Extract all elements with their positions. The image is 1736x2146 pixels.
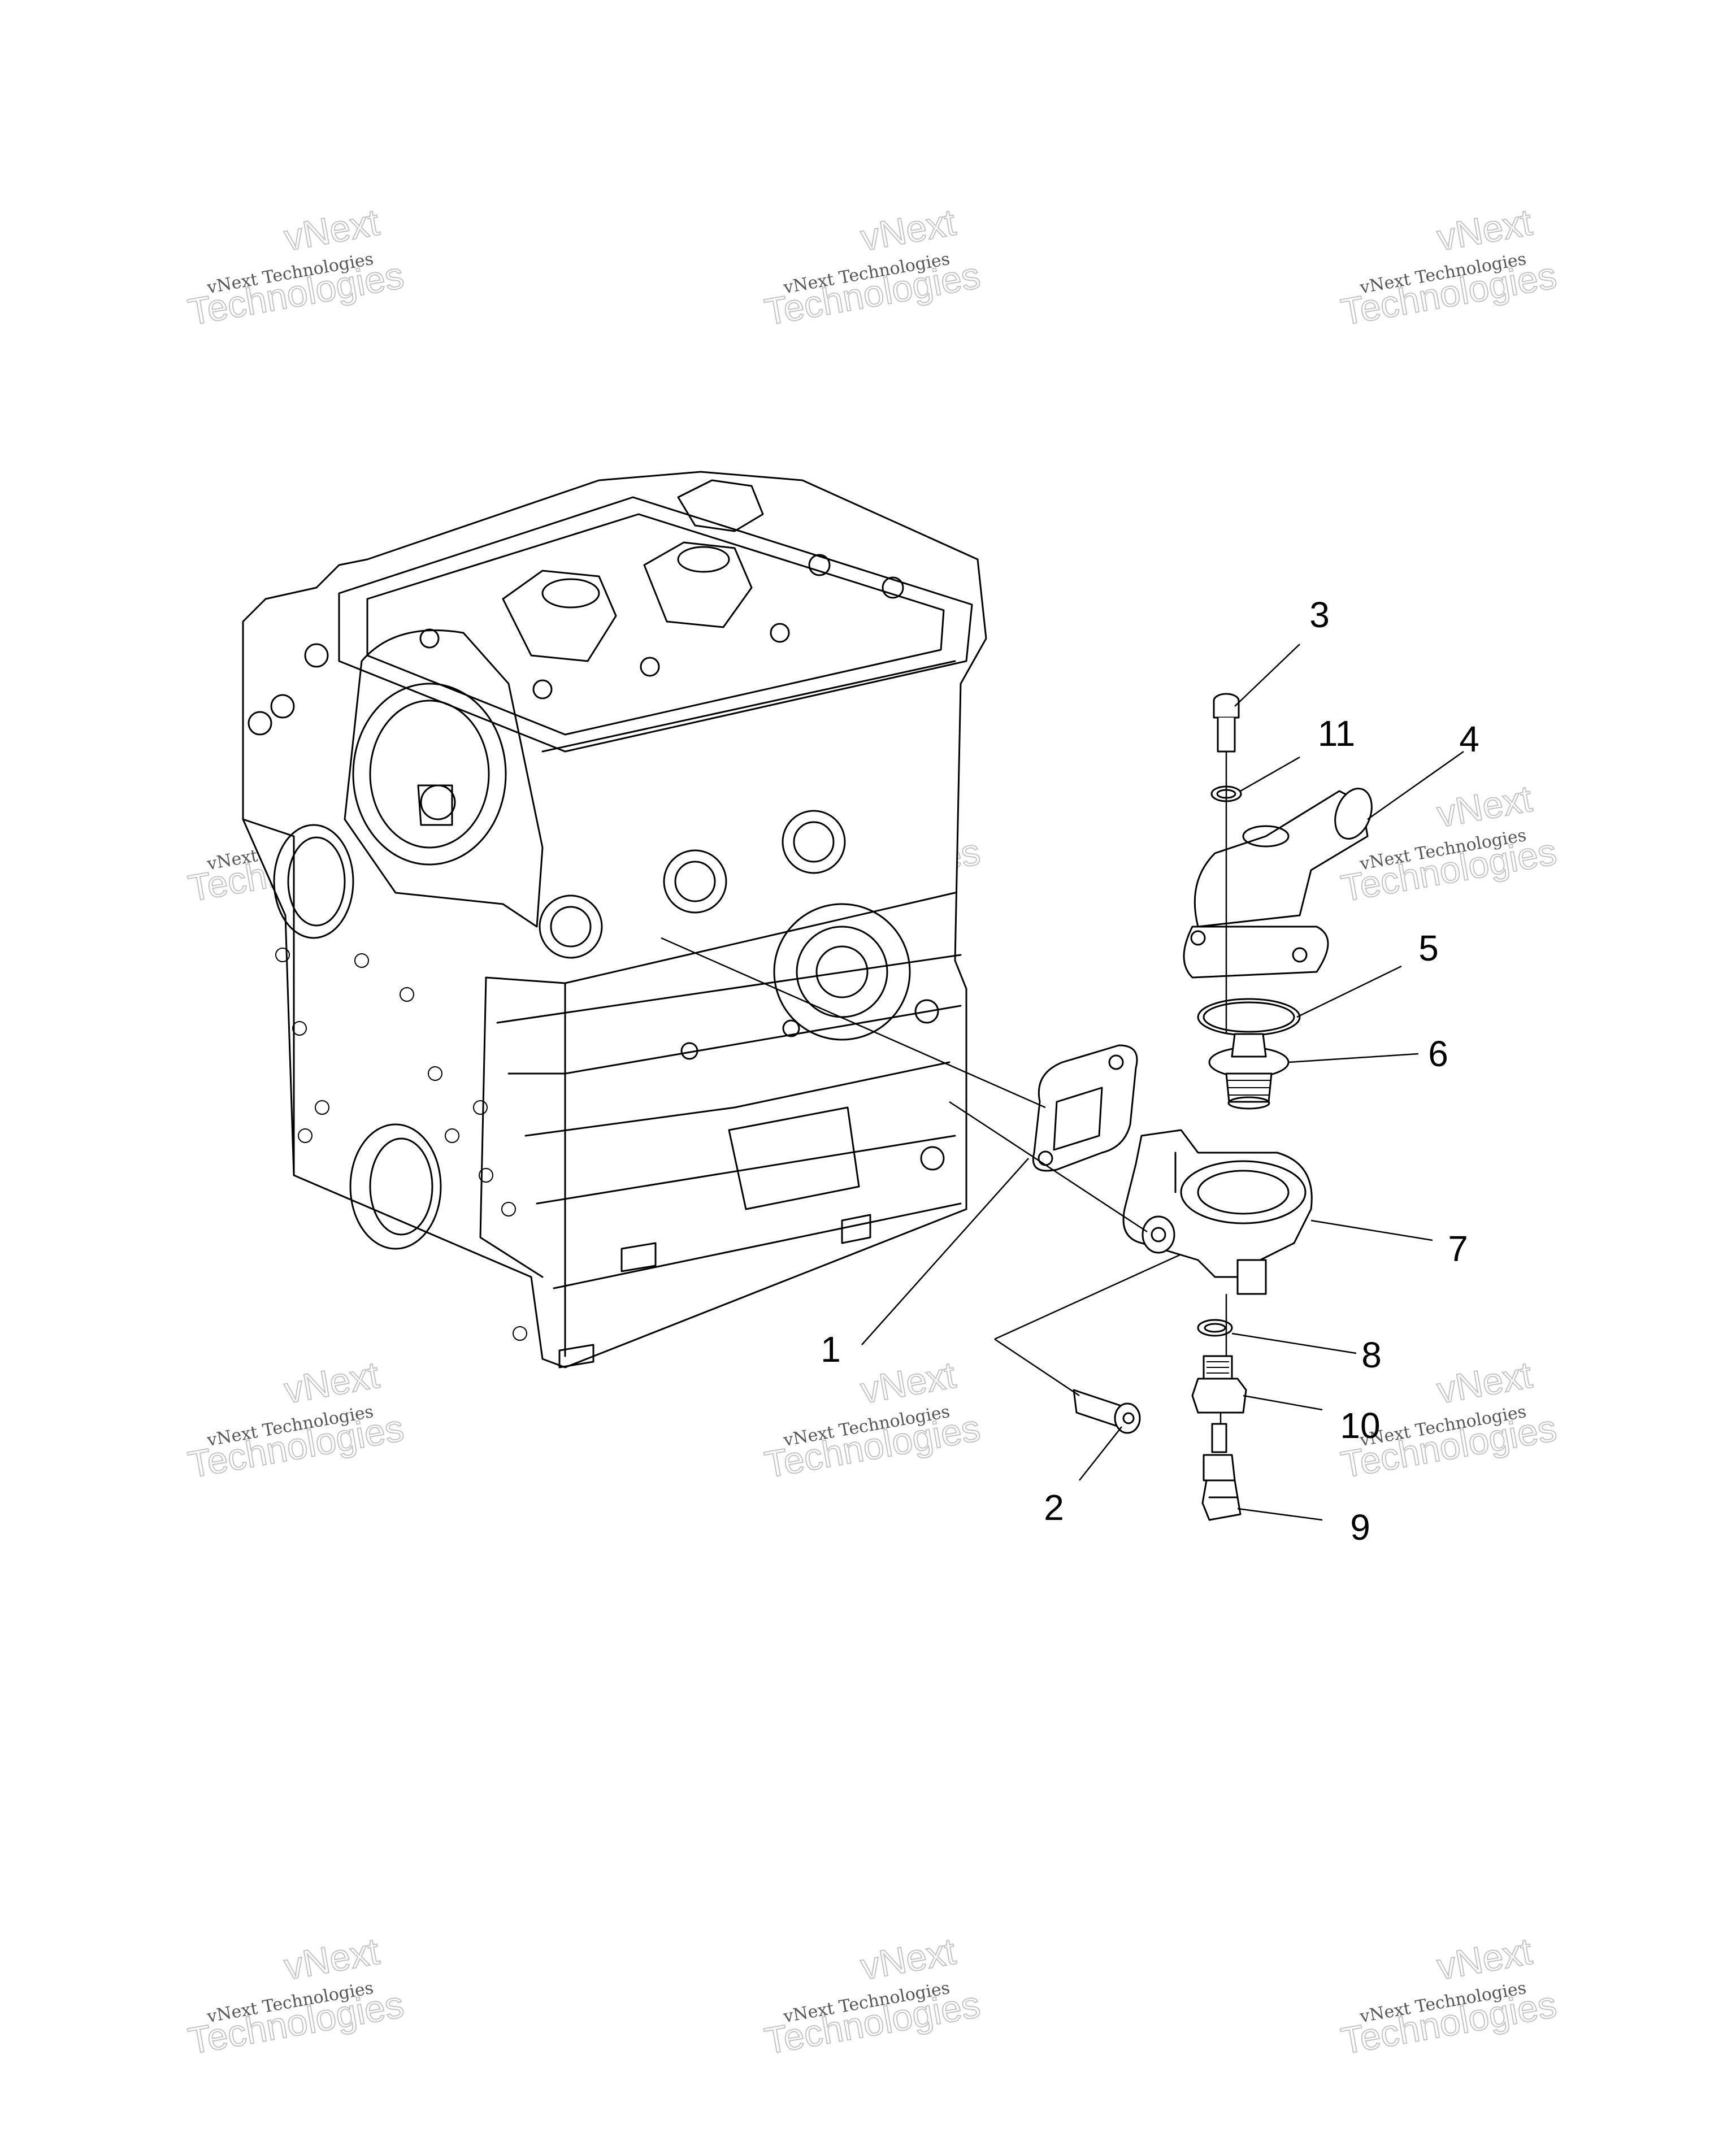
callout-1: 1 — [821, 1329, 841, 1370]
front-housing — [344, 629, 544, 928]
watermark-1: vNext vNext Technologies Technologies — [185, 201, 407, 334]
watermark-12: vNext vNext Technologies Technologies — [1338, 1930, 1560, 2063]
engine-top-deck — [338, 496, 973, 753]
callouts: 1 2 3 4 5 6 7 8 9 10 11 — [821, 594, 1479, 1548]
part-8-washer — [1197, 1319, 1233, 1337]
part-7-thermostat-body — [1122, 1129, 1313, 1295]
part-2-bolt — [1073, 1389, 1141, 1434]
part-3-bolt — [1213, 693, 1240, 753]
part-4-thermostat-housing — [1183, 788, 1373, 979]
callout-7: 7 — [1448, 1228, 1468, 1269]
callout-2: 2 — [1044, 1487, 1064, 1528]
leader-lines — [661, 644, 1464, 1521]
callout-9: 9 — [1350, 1507, 1370, 1548]
callout-5: 5 — [1418, 928, 1439, 968]
rear-plate — [242, 643, 527, 1341]
callout-11: 11 — [1318, 713, 1355, 754]
watermark-2: vNext vNext Technologies Technologies — [761, 201, 984, 334]
watermark-3: vNext vNext Technologies Technologies — [1338, 201, 1560, 334]
watermark-10: vNext vNext Technologies Technologies — [185, 1930, 407, 2063]
engine-block — [242, 471, 987, 1369]
part-9-sensor — [1201, 1423, 1242, 1521]
callout-8: 8 — [1361, 1335, 1382, 1375]
cam-towers — [419, 479, 904, 700]
part-1-gasket — [1032, 1044, 1138, 1172]
block-side — [479, 660, 962, 1369]
part-10-adapter — [1191, 1355, 1247, 1414]
watermark-11: vNext vNext Technologies Technologies — [761, 1930, 984, 2063]
part-6-thermostat — [1208, 1033, 1290, 1110]
watermark-7: vNext vNext Technologies Technologies — [185, 1353, 407, 1487]
engine-block-outline — [242, 471, 987, 1369]
callout-6: 6 — [1428, 1033, 1448, 1074]
part-5-gasket-ring — [1197, 998, 1301, 1036]
callout-3: 3 — [1309, 594, 1330, 635]
callout-10: 10 — [1340, 1405, 1380, 1446]
watermark-8: vNext vNext Technologies Technologies — [761, 1353, 984, 1487]
callout-4: 4 — [1459, 719, 1479, 759]
